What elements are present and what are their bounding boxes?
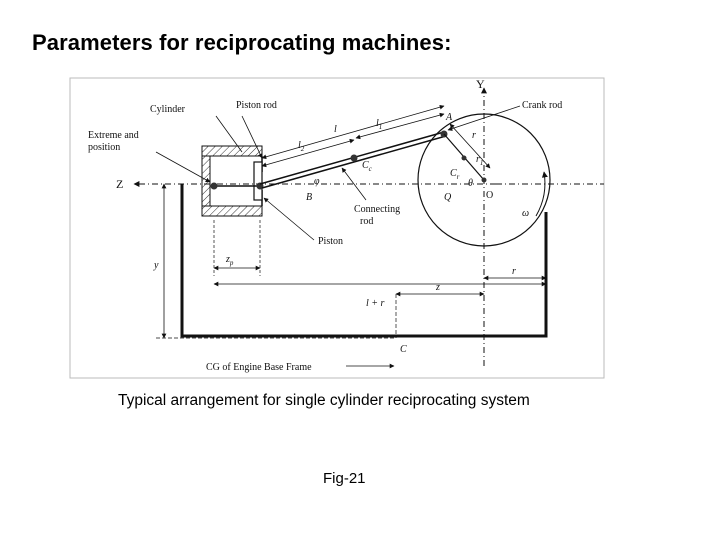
label-connecting-rod-1: Connecting	[354, 204, 400, 215]
label-z-axis: Z	[116, 177, 123, 191]
label-zp: zp	[225, 254, 234, 267]
scan-border	[69, 77, 605, 379]
reciprocating-system-diagram: Cylinder Piston rod Extreme and position…	[66, 76, 606, 382]
label-l2: l2	[298, 140, 305, 153]
label-l: l	[334, 124, 337, 135]
label-l1: l1	[376, 118, 382, 131]
crank-center	[481, 177, 487, 183]
cylinder-wall-bottom	[201, 205, 263, 217]
label-r1: r1	[476, 154, 483, 167]
label-cc: Cc	[362, 160, 373, 173]
figure-number: Fig-21	[323, 470, 366, 487]
label-y-axis: Y	[476, 77, 485, 91]
dim-l	[261, 104, 445, 160]
label-z-dim: z	[435, 282, 440, 293]
piston-shape	[253, 161, 263, 201]
slide-title: Parameters for reciprocating machines:	[32, 30, 452, 55]
label-crank-rod: Crank rod	[522, 100, 562, 111]
label-piston: Piston	[318, 236, 343, 247]
label-r-crank: r	[472, 130, 476, 141]
label-cg-base: CG of Engine Base Frame	[206, 362, 312, 373]
label-point-o: O	[486, 190, 493, 201]
label-point-q: Q	[444, 192, 452, 203]
dim-l2	[261, 138, 355, 168]
label-theta: θ	[468, 178, 473, 189]
label-omega: ω	[522, 208, 529, 219]
label-point-c: C	[400, 344, 407, 355]
label-piston-rod: Piston rod	[236, 100, 277, 111]
figure-caption: Typical arrangement for single cylinder …	[118, 392, 530, 409]
engine-base-frame	[180, 184, 548, 338]
label-r-dim: r	[512, 266, 516, 277]
label-point-b: B	[306, 192, 312, 203]
connecting-rod-cg	[350, 154, 358, 162]
label-extreme-2: position	[88, 142, 120, 153]
crank-cg	[461, 155, 467, 161]
label-extreme-1: Extreme and	[88, 130, 139, 141]
label-y-dim: y	[153, 260, 159, 271]
label-point-a: A	[445, 112, 453, 123]
label-connecting-rod-2: rod	[360, 216, 373, 227]
omega-arrow	[535, 171, 548, 217]
label-cylinder: Cylinder	[150, 104, 186, 115]
dim-l1	[355, 112, 445, 140]
diagram-svg: Cylinder Piston rod Extreme and position…	[69, 77, 605, 379]
dim-r-crank	[449, 123, 491, 169]
label-l-plus-r: l + r	[366, 298, 385, 309]
extreme-position-pin	[210, 182, 218, 190]
cylinder-wall-top	[201, 145, 263, 157]
label-phi: φ	[314, 176, 320, 187]
label-cr: Cr	[450, 168, 460, 181]
